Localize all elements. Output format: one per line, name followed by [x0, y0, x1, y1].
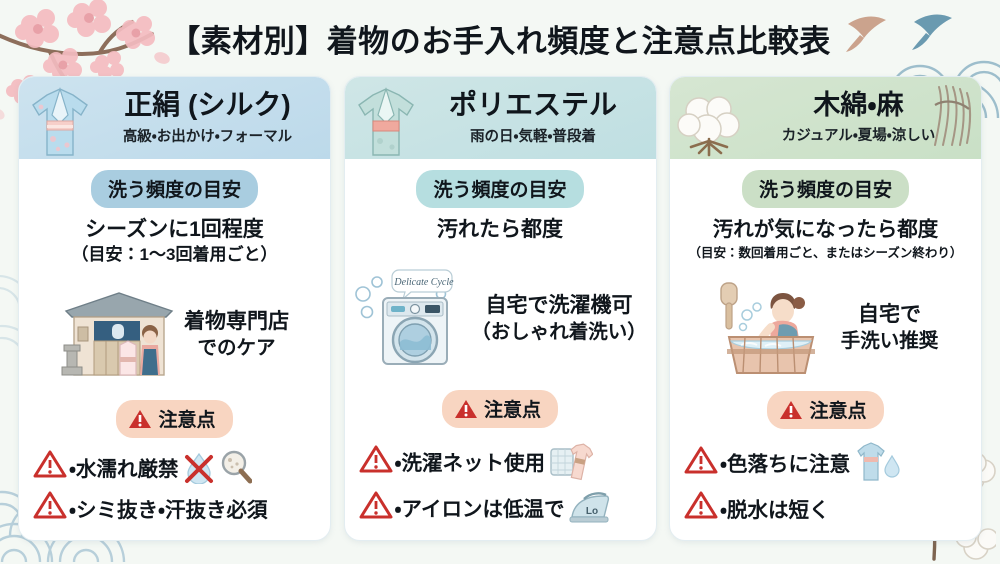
warning-triangle-icon [129, 409, 152, 428]
caution-item-text: ・色落ちに注意 [720, 453, 850, 476]
care-text: 自宅で 手洗い推奨 [841, 302, 939, 354]
card-subtitle: カジュアル・夏場・涼しい [781, 128, 936, 145]
iron-low-icon: Lo [568, 489, 612, 525]
page-title: 【素材別】着物のお手入れ頻度と注意点比較表 [169, 23, 831, 59]
card-title: 木綿・麻 [813, 89, 904, 120]
caution-badge: 注意点 [116, 400, 233, 438]
comparison-columns: 正絹 (シルク) 高級・お出かけ・フォーマル 洗う頻度の目安 シーズンに1回程度… [0, 76, 1000, 541]
caution-badge-label: 注意点 [158, 410, 216, 431]
frequency-note-text: （目安：1〜3回着用ごと） [71, 245, 278, 265]
caution-section-silk: 注意点 ・水濡れ厳禁 [19, 400, 330, 540]
care-method-silk: 着物専門店 でのケア [19, 270, 330, 401]
caution-item-text: ・洗濯ネット使用 [394, 452, 545, 475]
caution-badge: 注意点 [441, 390, 558, 428]
frequency-section-polyester: 洗う頻度の目安 汚れたら都度 [345, 159, 656, 243]
caution-item: ・水濡れ厳禁 [27, 446, 322, 487]
frequency-badge: 洗う頻度の目安 [416, 170, 584, 208]
warning-triangle-icon [684, 445, 718, 480]
washing-machine-icon: Delicate Cycle [353, 264, 465, 373]
frequency-main-text: 汚れが気になったら都度 [712, 218, 939, 241]
column-card-silk: 正絹 (シルク) 高級・お出かけ・フォーマル 洗う頻度の目安 シーズンに1回程度… [18, 76, 331, 541]
warning-triangle-icon [33, 490, 67, 525]
caution-section-polyester: 注意点 ・洗濯ネット使用 [345, 390, 656, 540]
caution-item-text: ・脱水は短く [720, 498, 830, 522]
iron-temp-label: Lo [586, 506, 598, 517]
card-header-cotton-hemp: 木綿・麻 カジュアル・夏場・涼しい [670, 77, 981, 159]
caution-badge-label: 注意点 [809, 401, 867, 422]
frequency-note-text: （目安：数回着用ごと、またはシーズン終わり） [688, 245, 963, 260]
caution-item-text: ・水濡れ厳禁 [69, 457, 179, 481]
frequency-main-text: シーズンに1回程度 [85, 218, 264, 241]
frequency-main-text: 汚れたら都度 [437, 218, 563, 241]
card-subtitle: 雨の日・気軽・普段着 [470, 128, 596, 145]
warning-triangle-icon [454, 399, 477, 418]
warning-triangle-icon [359, 490, 393, 525]
card-header-polyester: ポリエステル 雨の日・気軽・普段着 [344, 77, 656, 159]
laundry-net-kimono-icon [549, 439, 593, 483]
hand-wash-tub-icon [713, 275, 835, 382]
card-title: ポリエステル [448, 89, 617, 121]
kimono-teal-icon [349, 77, 423, 159]
warning-triangle-icon [359, 444, 393, 479]
cotton-boll-icon [674, 77, 748, 159]
magnifier-stain-icon [220, 450, 253, 484]
warning-triangle-icon [684, 490, 718, 525]
frequency-badge: 洗う頻度の目安 [90, 170, 258, 208]
caution-item: ・洗濯ネット使用 [353, 436, 648, 486]
care-text: 自宅で洗濯機可 （おしゃれ着洗い） [471, 293, 647, 345]
care-line1: 自宅で [857, 303, 921, 327]
kimono-shop-icon [60, 283, 178, 386]
caution-item: ・アイロンは低温で Lo [353, 486, 648, 528]
caution-item: ・脱水は短く [678, 487, 973, 528]
care-method-cotton-hemp: 自宅で 手洗い推奨 [670, 265, 981, 391]
warning-triangle-icon [33, 449, 67, 484]
caution-section-cotton-hemp: 注意点 ・色落ちに注意 [670, 391, 981, 540]
care-line1: 着物専門店 [184, 309, 289, 333]
care-line2: （おしゃれ着洗い） [471, 320, 647, 343]
care-method-polyester: Delicate Cycle 自宅で洗濯機可 （おしゃれ着洗い） [345, 247, 656, 390]
card-title: 正絹 (シルク) [124, 89, 291, 121]
caution-item-text: ・アイロンは低温で [394, 498, 565, 521]
frequency-section-cotton-hemp: 洗う頻度の目安 汚れが気になったら都度 （目安：数回着用ごと、またはシーズン終わ… [670, 159, 981, 261]
caution-badge: 注意点 [767, 391, 884, 429]
caution-item: ・色落ちに注意 [678, 437, 973, 487]
column-card-cotton-hemp: 木綿・麻 カジュアル・夏場・涼しい 洗う頻度の目安 汚れが気になったら都度 （目… [669, 76, 982, 541]
care-text: 着物専門店 でのケア [184, 309, 289, 361]
care-line2: でのケア [197, 336, 276, 359]
caution-badge-label: 注意点 [483, 400, 541, 421]
frequency-badge: 洗う頻度の目安 [741, 170, 909, 208]
frequency-section-silk: 洗う頻度の目安 シーズンに1回程度 （目安：1〜3回着用ごと） [19, 159, 330, 266]
no-water-drop-icon [182, 450, 216, 484]
wash-brush-icon [720, 281, 738, 330]
delicate-cycle-label: Delicate Cycle [391, 269, 455, 301]
kimono-water-drop-icon [854, 440, 902, 484]
card-subtitle: 高級・お出かけ・フォーマル [122, 128, 293, 145]
caution-item: ・シミ抜き・汗抜き必須 [27, 487, 322, 528]
bubble-icon [355, 276, 447, 319]
warning-triangle-icon [780, 400, 803, 419]
care-line2: 手洗い推奨 [840, 330, 939, 353]
svg-text:Delicate Cycle: Delicate Cycle [394, 277, 455, 288]
caution-item-text: ・シミ抜き・汗抜き必須 [69, 498, 268, 522]
hemp-fiber-icon [929, 83, 975, 154]
bubble-icon [738, 301, 762, 331]
care-line1: 自宅で洗濯機可 [485, 293, 633, 317]
kimono-blue-icon [23, 77, 97, 159]
column-card-polyester: ポリエステル 雨の日・気軽・普段着 洗う頻度の目安 汚れたら都度 Delicat… [343, 76, 657, 541]
shop-staff-icon [140, 325, 160, 376]
card-header-silk: 正絹 (シルク) 高級・お出かけ・フォーマル [19, 77, 330, 159]
page-header: 【素材別】着物のお手入れ頻度と注意点比較表 [0, 0, 1000, 76]
